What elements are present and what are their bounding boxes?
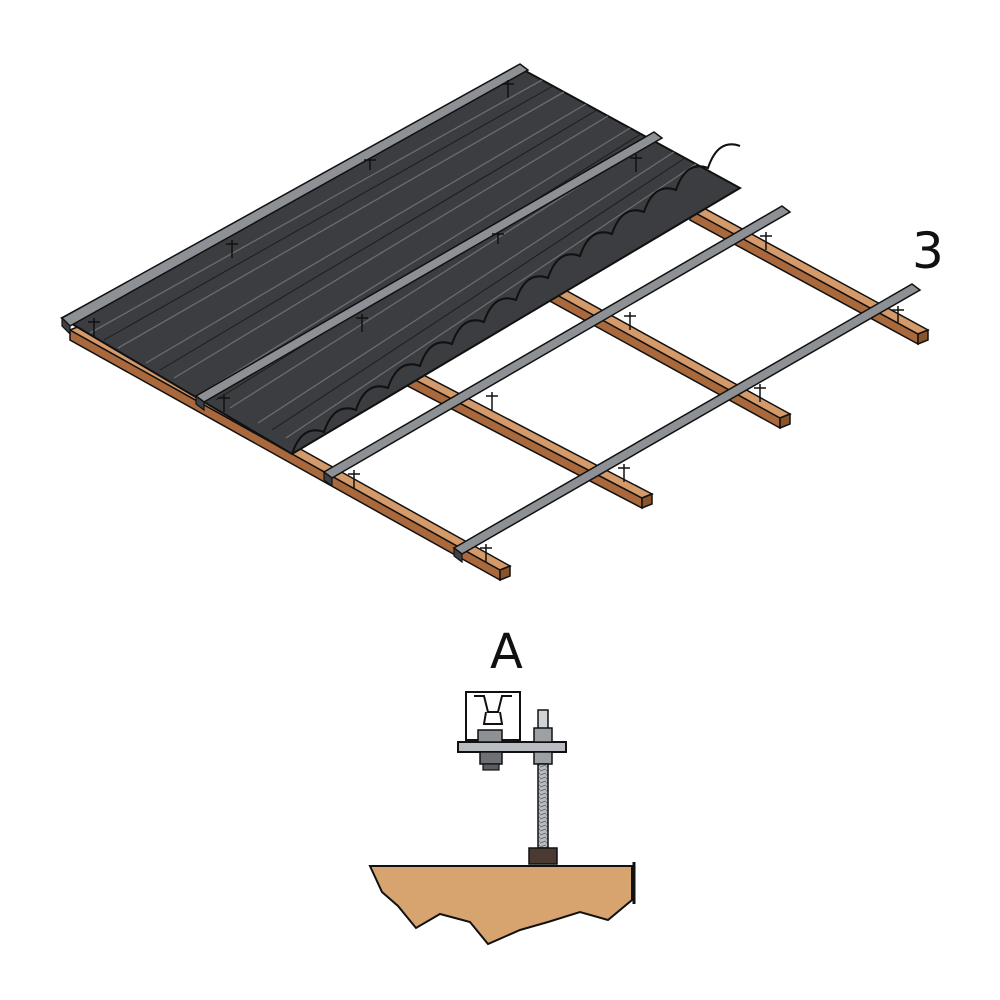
hanger-bolt — [348, 470, 360, 488]
hanger-bolt — [624, 312, 636, 330]
timber-batten-4 — [688, 205, 930, 346]
hanger-bolt — [364, 158, 376, 170]
rail-profile — [465, 691, 521, 741]
hanger-bolt — [892, 306, 904, 324]
roof-assembly — [59, 63, 930, 582]
timber-batten-3 — [546, 285, 792, 430]
hanger-bolt — [218, 394, 230, 412]
hanger-bolt-section — [528, 709, 558, 865]
detail-label: A — [490, 624, 523, 680]
hanger-bolt — [630, 154, 642, 172]
hanger-bolt — [502, 80, 514, 98]
detail-a-section — [368, 691, 636, 946]
clamp-plate — [457, 741, 567, 753]
mounting-rail-1 — [60, 63, 530, 336]
hanger-bolt — [492, 232, 504, 244]
hanger-bolt — [88, 318, 100, 336]
corrugated-roof-sheet — [59, 66, 743, 456]
timber-batten-2 — [398, 367, 654, 510]
hanger-bolt — [760, 232, 772, 250]
rafter-section — [368, 862, 636, 946]
hanger-bolt — [754, 384, 766, 402]
mounting-rails — [60, 63, 922, 564]
mounting-rail-2 — [194, 131, 664, 412]
hanger-bolt — [486, 392, 498, 410]
hanger-bolt — [356, 314, 368, 332]
step-number: 3 — [912, 222, 944, 280]
hanger-bolt — [618, 464, 630, 482]
hanger-bolt — [226, 240, 238, 258]
hanger-bolt — [480, 544, 492, 562]
rail-nut — [477, 729, 503, 771]
mounting-rail-3 — [322, 205, 792, 488]
hanger-bolts — [88, 80, 904, 562]
mounting-rail-4 — [452, 283, 922, 564]
